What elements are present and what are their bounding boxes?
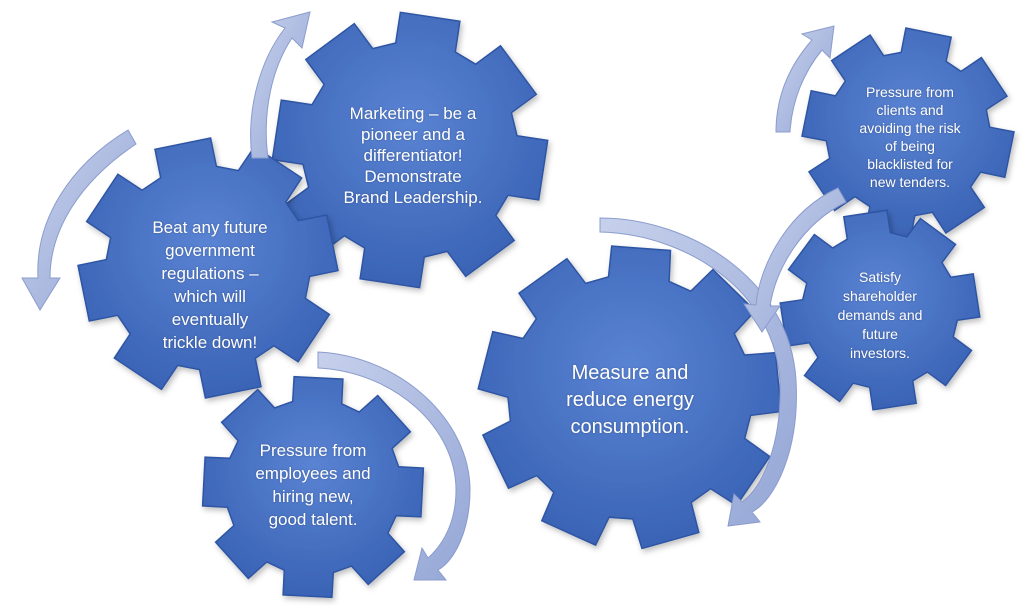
gear-clients — [801, 27, 1015, 241]
arrow-clients-up — [775, 25, 835, 133]
gear-label-shareholders: Satisfy shareholder demands and future i… — [837, 268, 923, 361]
arrow-employees-down — [317, 351, 471, 581]
gear-label-energy: Measure and reduce energy consumption. — [566, 361, 694, 438]
gear-regulations — [77, 137, 339, 399]
gear-label-marketing: Marketing – be a pioneer and a different… — [343, 103, 483, 207]
arrow-clients-to-energy — [743, 187, 847, 333]
gear-label-regulations: Beat any future government regulations –… — [152, 218, 268, 352]
arrow-marketing-up — [250, 11, 311, 159]
gear-marketing — [271, 11, 549, 289]
gear-label-clients: Pressure from clients and avoiding the r… — [859, 84, 961, 190]
gear-label-employees: Pressure from employees and hiring new, … — [255, 441, 371, 529]
arrow-regulations-down — [21, 129, 137, 311]
gear-employees — [201, 375, 425, 599]
gear-shareholders — [779, 209, 981, 411]
arrow-energy-around — [599, 217, 797, 527]
